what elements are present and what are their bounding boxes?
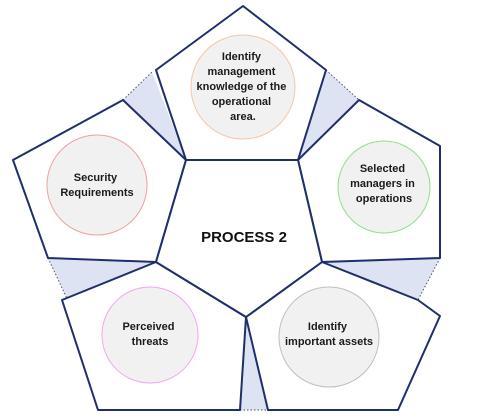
node-circle-left — [46, 134, 148, 236]
connector-top-right — [298, 70, 359, 160]
node-circle-top — [190, 34, 296, 140]
node-circle-right — [337, 140, 431, 234]
node-circle-bottom-right — [278, 286, 380, 388]
node-label-top: Identify management knowledge of the ope… — [197, 51, 290, 123]
connector-bottom-left — [48, 258, 156, 305]
node-label-left: Security Requirements — [60, 172, 133, 199]
connector-left-top — [123, 72, 186, 160]
node-label-bottom-left: Perceived threats — [122, 321, 177, 348]
center-pentagon — [155, 159, 323, 318]
node-label-right: Selected managers in operations — [350, 163, 418, 205]
center-title: PROCESS 2 — [201, 229, 287, 246]
node-label-bottom-right: Identify important assets — [285, 321, 373, 348]
connector-right-bottom — [322, 258, 440, 300]
connector-bottom — [240, 317, 268, 410]
connector-dotted-edges — [47, 69, 441, 411]
node-circle-bottom-left — [101, 286, 199, 384]
